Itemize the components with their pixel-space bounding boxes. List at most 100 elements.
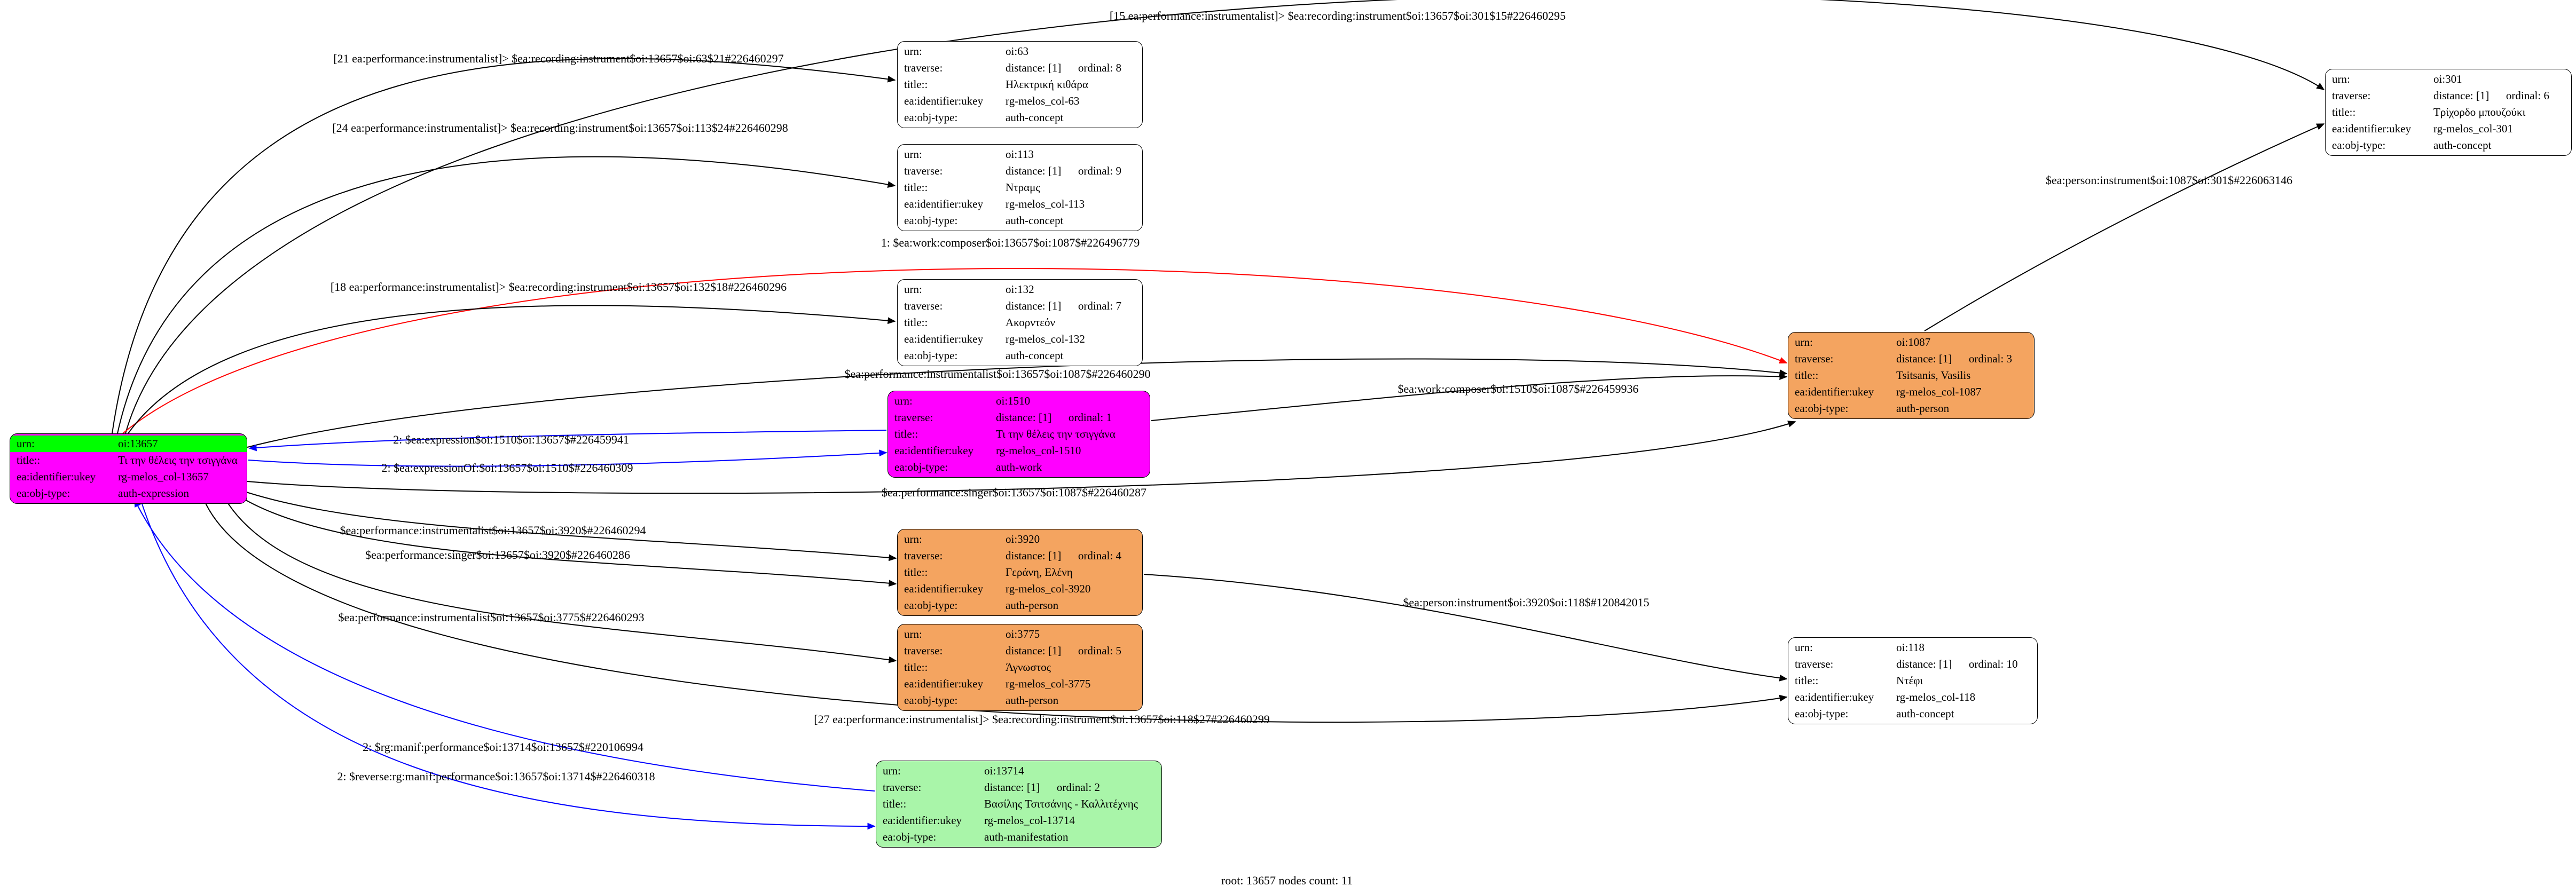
node-row: title::Τι την θέλεις την τσιγγάνα xyxy=(888,426,1150,442)
node-field-key: ea:obj-type: xyxy=(1795,402,1849,415)
node-field-key: urn: xyxy=(1795,336,1813,349)
edge-label-e21: [21 ea:performance:instrumentalist]> $ea… xyxy=(333,52,784,65)
edge-label-erev: 2: $reverse:rg:manif:performance$oi:1365… xyxy=(337,770,655,783)
node-field-key: title:: xyxy=(2332,106,2356,118)
node-field-value: oi:63 xyxy=(1006,45,1029,58)
node-row: ea:identifier:ukey rg-melos_col-63 xyxy=(898,93,1142,109)
node-row: ea:obj-type:auth-concept xyxy=(898,212,1142,229)
node-row: urn:oi:118 xyxy=(1788,639,2037,656)
node-row: traverse:distance: [1] ordinal: 9 xyxy=(898,163,1142,179)
edge-label-ecomp: 1: $ea:work:composer$oi:13657$oi:1087$#2… xyxy=(881,236,1140,249)
node-field-value: distance: [1] ordinal: 8 xyxy=(1006,61,1121,74)
node-field-key: ea:identifier:ukey xyxy=(904,677,984,690)
node-field-value: Άγνωστος xyxy=(1006,661,1051,674)
node-field-key: ea:obj-type: xyxy=(904,349,958,362)
node-row: urn: oi:1087 xyxy=(1788,334,2034,351)
node-field-key: title:: xyxy=(17,454,41,466)
node-row: ea:obj-type:auth-manifestation xyxy=(876,829,1161,845)
node-row: ea:identifier:ukey rg-melos_col-3775 xyxy=(898,676,1142,692)
node-field-key: urn: xyxy=(2332,73,2350,85)
edge-label-e18: [18 ea:performance:instrumentalist]> $ea… xyxy=(330,280,787,294)
node-row: traverse:distance: [1] ordinal: 7 xyxy=(898,298,1142,314)
node-field-value: rg-melos_col-3920 xyxy=(1006,582,1091,595)
node-row: traverse:distance: [1] ordinal: 1 xyxy=(888,409,1150,426)
node-field-value: auth-person xyxy=(1006,694,1059,707)
edge-label-e27: [27 ea:performance:instrumentalist]> $ea… xyxy=(814,713,1270,726)
graph-edge-emanif xyxy=(134,499,875,792)
graph-edge-epi10 xyxy=(1924,123,2325,331)
node-row: traverse:distance: [1] ordinal: 10 xyxy=(1788,656,2037,673)
node-row: title::Τι την θέλεις την τσιγγάνα xyxy=(10,452,247,469)
node-field-value: oi:13714 xyxy=(984,764,1024,777)
node-row: urn:oi:13657 xyxy=(10,436,247,452)
node-row: urn:oi:3775 xyxy=(898,626,1142,643)
node-row: title::Tsitsanis, Vasilis xyxy=(1788,367,2034,384)
graph-edge-ecomp xyxy=(122,268,1788,434)
node-field-value: auth-concept xyxy=(1896,707,1954,720)
edge-label-e293: $ea:performance:instrumentalist$oi:13657… xyxy=(338,611,645,624)
node-field-key: title:: xyxy=(904,78,928,91)
node-field-value: oi:118 xyxy=(1896,641,1925,654)
node-row: urn:oi:63 xyxy=(898,43,1142,60)
graph-edge-e294 xyxy=(242,490,897,561)
node-field-value: rg-melos_col-3775 xyxy=(1006,677,1091,690)
graph-edge-eexpr xyxy=(248,430,887,452)
node-field-value: distance: [1] ordinal: 9 xyxy=(1006,164,1121,177)
node-field-key: title:: xyxy=(904,661,928,674)
graph-edge-erev xyxy=(139,497,876,830)
node-field-value: rg-melos_col-13657 xyxy=(118,470,209,483)
node-field-value: oi:3920 xyxy=(1006,533,1040,545)
node-field-key: ea:identifier:ukey xyxy=(904,94,984,107)
node-field-key: ea:obj-type: xyxy=(883,830,937,843)
node-row: urn:oi:1510 xyxy=(888,393,1150,409)
graph-edge-e15 xyxy=(125,0,2325,434)
node-row: ea:obj-type:auth-person xyxy=(1788,400,2034,417)
node-field-value: distance: [1] ordinal: 4 xyxy=(1006,549,1121,562)
graph-edge-e290 xyxy=(247,358,1788,448)
node-field-key: traverse: xyxy=(2332,89,2371,102)
node-field-key: ea:obj-type: xyxy=(17,487,70,500)
node-field-value: rg-melos_col-63 xyxy=(1006,94,1080,107)
edge-label-e15: [15 ea:performance:instrumentalist]> $ea… xyxy=(1109,9,1566,22)
node-field-value: rg-melos_col-113 xyxy=(1006,197,1085,210)
node-field-value: oi:1087 xyxy=(1896,336,1931,349)
node-row: traverse:distance: [1] ordinal: 8 xyxy=(898,60,1142,76)
node-field-value: auth-concept xyxy=(1006,111,1064,124)
node-row: title::Ντραμς xyxy=(898,179,1142,196)
node-field-value: rg-melos_col-132 xyxy=(1006,333,1085,345)
node-field-value: Ηλεκτρική κιθάρα xyxy=(1006,78,1088,91)
node-field-key: urn: xyxy=(904,283,922,296)
graph-edge-e24 xyxy=(117,156,896,434)
node-field-key: ea:identifier:ukey xyxy=(883,814,962,827)
node-field-value: oi:132 xyxy=(1006,283,1034,296)
node-row: title::Άγνωστος xyxy=(898,659,1142,676)
graph-node-oi:132[interactable]: urn: oi:132 traverse:distance: [1] ordinal… xyxy=(897,279,1143,366)
node-row: urn:oi:113 xyxy=(898,146,1142,163)
graph-edge-e21 xyxy=(112,58,896,434)
node-field-value: rg-melos_col-13714 xyxy=(984,814,1075,827)
node-row: urn:oi:3920 xyxy=(898,531,1142,548)
node-field-value: oi:3775 xyxy=(1006,628,1040,640)
node-field-value: Τρίχορδο μπουζούκι xyxy=(2433,106,2526,118)
node-row: traverse:distance: [1] ordinal: 5 xyxy=(898,643,1142,659)
node-field-value: Τι την θέλεις την τσιγγάνα xyxy=(996,428,1116,440)
node-field-key: title:: xyxy=(904,181,928,194)
node-row: traverse:distance: [1] ordinal: 2 xyxy=(876,779,1161,796)
edge-label-emanif: 2: $rg:manif:performance$oi:13714$oi:136… xyxy=(363,740,643,754)
